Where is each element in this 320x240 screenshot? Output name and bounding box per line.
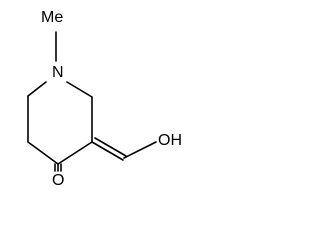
bond-exocyclic-double-2: [94, 137, 127, 157]
hydroxyl-label: OH: [158, 132, 182, 149]
methyl-label: Me: [41, 9, 63, 26]
bond-nitrogen-left-ring: [27, 81, 47, 97]
bond-lower-right-ring: [57, 141, 93, 165]
bond-layer: [27, 31, 157, 172]
molecule-diagram: Me N O OH: [27, 9, 182, 189]
bond-nitrogen-right-ring: [66, 81, 93, 98]
nitrogen-label: N: [52, 64, 64, 81]
structure-drawing: Me N O OH: [27, 9, 182, 189]
bond-exocyclic-carbon-hydroxyl: [123, 141, 157, 159]
carbonyl-oxygen-label: O: [52, 172, 64, 189]
bond-exocyclic-double-1: [91, 141, 124, 161]
bond-lower-left-ring: [27, 141, 59, 165]
